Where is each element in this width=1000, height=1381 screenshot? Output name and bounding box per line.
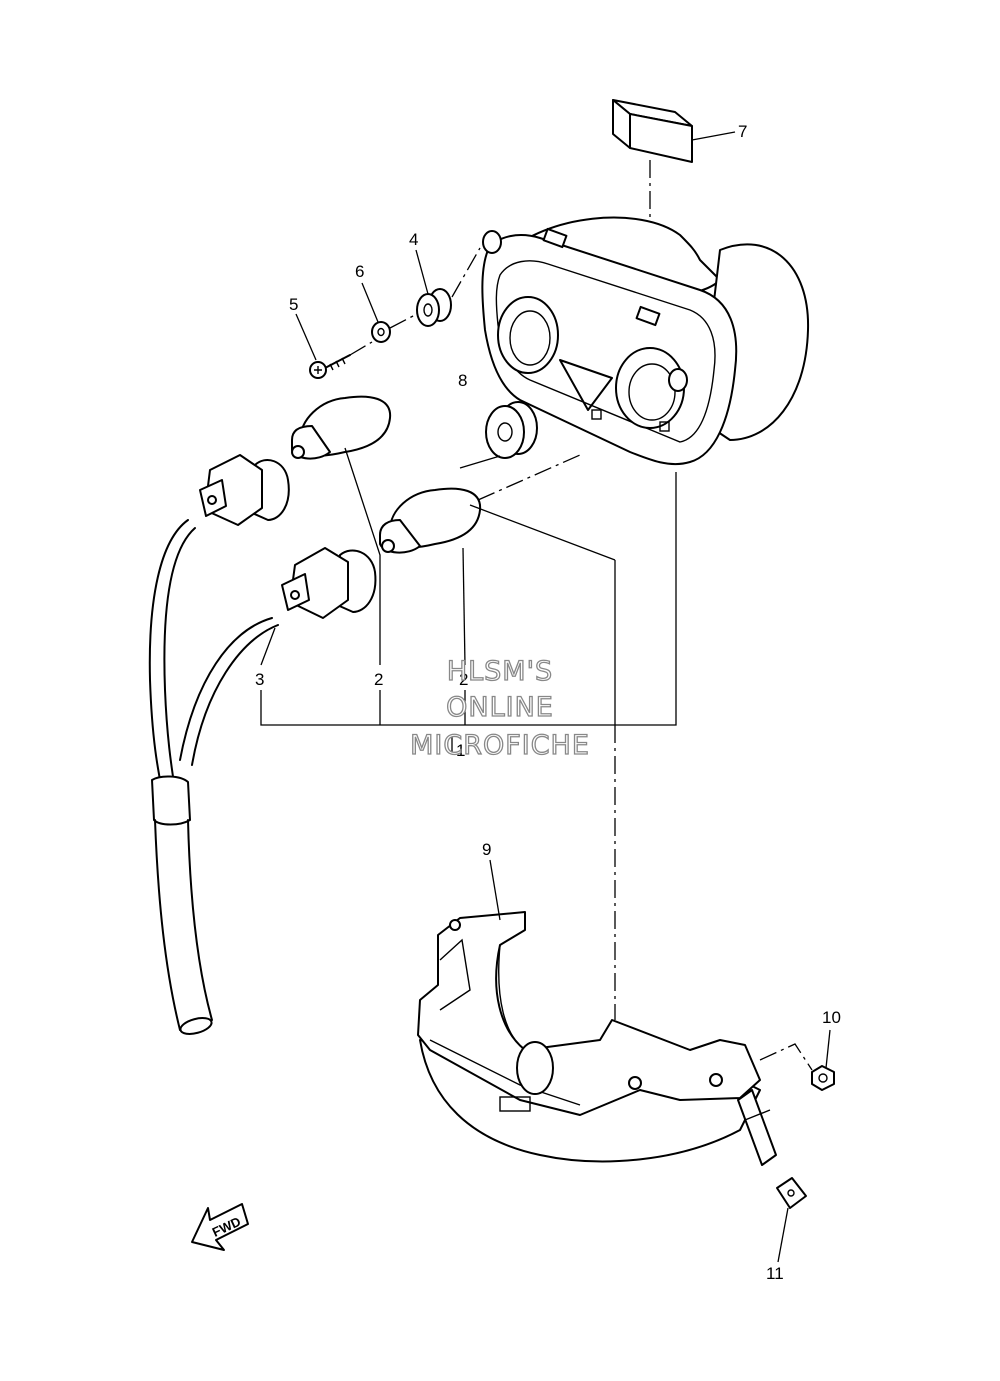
- watermark-line-3: MICROFICHE: [410, 730, 590, 761]
- part-10-nut: [811, 1065, 835, 1091]
- part-9-leader: [489, 859, 501, 921]
- part-5-screw: [309, 354, 351, 379]
- part-10-leader: [825, 1029, 831, 1069]
- part-8-grommet: [485, 401, 538, 459]
- part-8-leader: [459, 455, 501, 469]
- part-7-leader: [691, 131, 736, 141]
- part-5-leader: [295, 313, 317, 361]
- part-4-leader: [415, 249, 429, 295]
- part-11-clip: [776, 1177, 807, 1209]
- fastener-axis-line: [349, 247, 481, 356]
- part-10-dash-line: [759, 1043, 813, 1071]
- part-6-washer: [371, 321, 391, 343]
- callout-3: 3: [255, 670, 264, 689]
- watermark: HLSM'S ONLINE MICROFICHE: [409, 655, 590, 761]
- callout-11: 11: [766, 1264, 784, 1283]
- part-7-label-block: [612, 99, 693, 163]
- callout-6: 6: [355, 262, 364, 281]
- callout-2b: 2: [459, 670, 468, 689]
- part-2-bulb-upper: [291, 395, 392, 460]
- fwd-arrow-icon: FWD: [191, 1203, 249, 1251]
- callout-4: 4: [409, 230, 418, 249]
- callout-9: 9: [482, 840, 491, 859]
- callout-2a: 2: [374, 670, 383, 689]
- part-11-leader: [777, 1207, 789, 1263]
- watermark-line-1: HLSM'S: [447, 656, 553, 687]
- callout-7: 7: [738, 122, 747, 141]
- part-6-leader: [361, 282, 379, 323]
- part-2-bulb-lower: [379, 487, 482, 554]
- watermark-line-2: ONLINE: [446, 692, 554, 723]
- callout-10: 10: [822, 1008, 841, 1027]
- part-9-lower-cover: [417, 911, 777, 1166]
- callout-5: 5: [289, 295, 298, 314]
- part-3-socket-harness: [148, 454, 377, 1035]
- part-4-grommet: [416, 288, 452, 327]
- callout-8: 8: [458, 371, 467, 390]
- meter-housing: [481, 216, 810, 466]
- callout-1: 1: [456, 741, 465, 760]
- callout-bracket: [260, 447, 677, 752]
- lower-bulb-axis-line: [477, 454, 581, 501]
